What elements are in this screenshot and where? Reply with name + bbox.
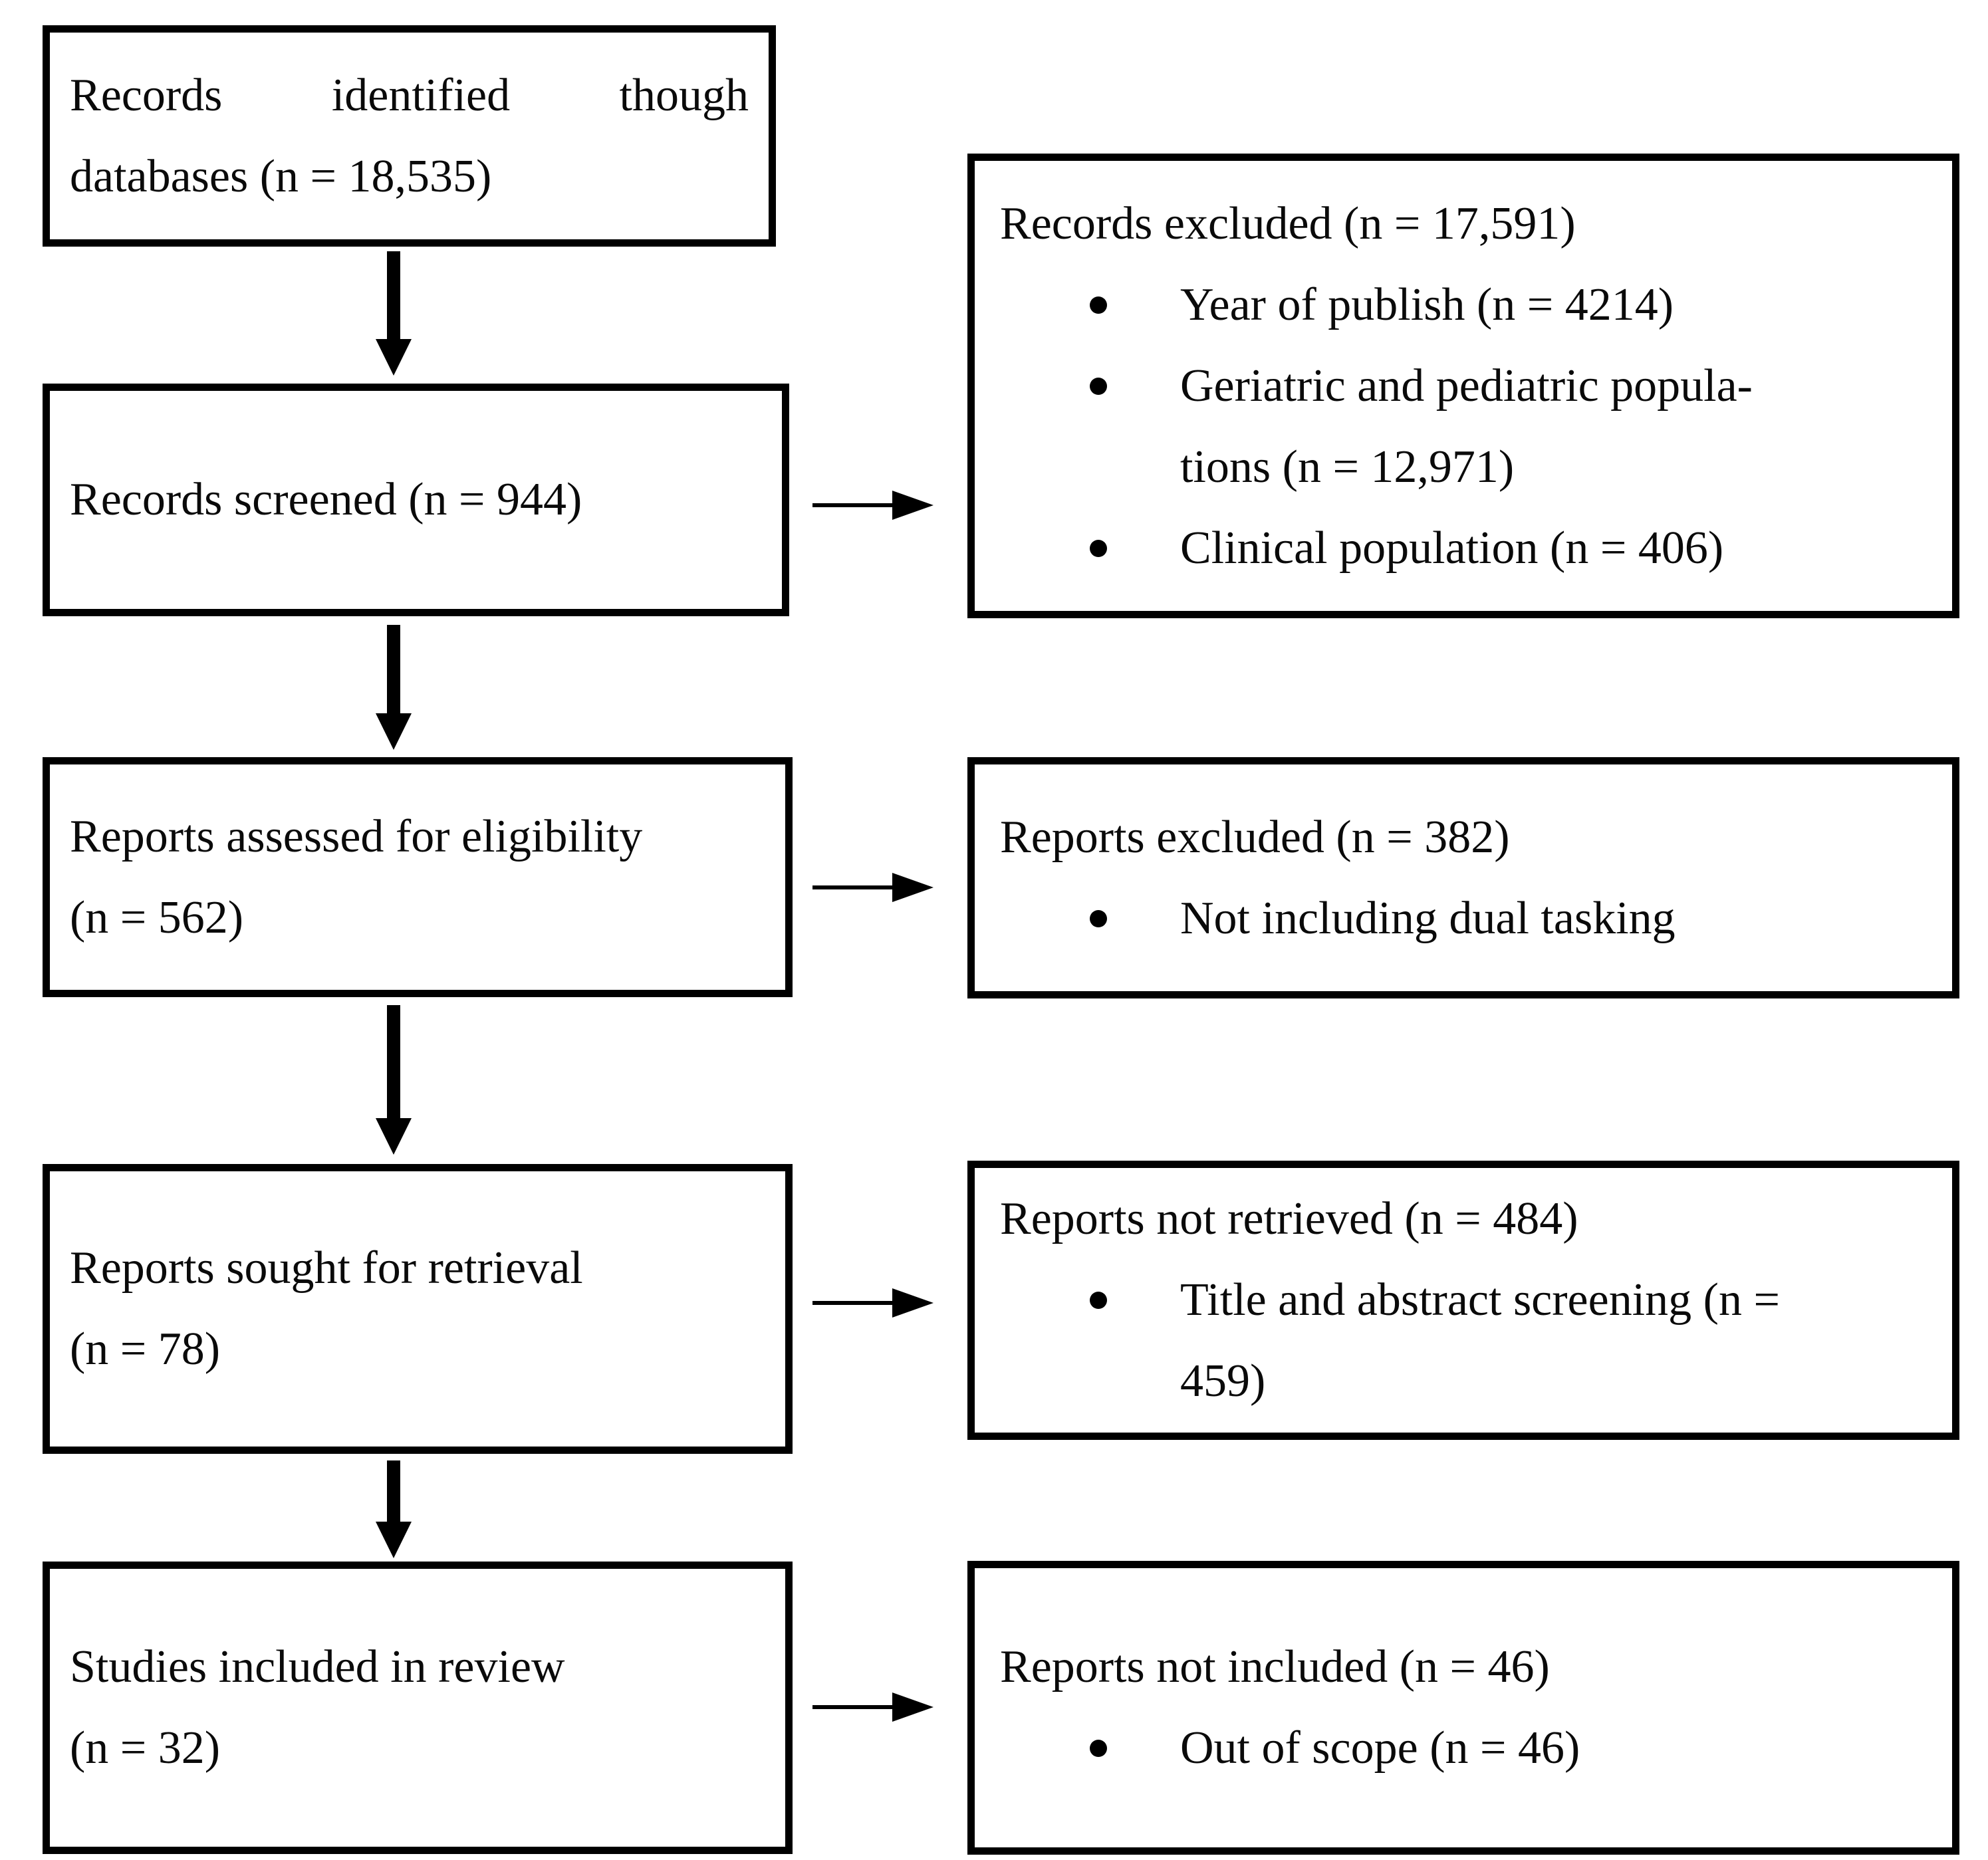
box-reports-excluded: Reports excluded (n = 382) Not including…	[967, 757, 1959, 998]
box-reports-assessed: Reports assessed for eligibility (n = 56…	[43, 757, 793, 997]
down-arrow-4	[376, 1460, 412, 1558]
box-text-line: (n = 562)	[70, 891, 244, 943]
right-arrow-3	[812, 1288, 933, 1318]
right-arrow-1	[812, 491, 933, 520]
bullet-text-line: Out of scope (n = 46)	[1180, 1722, 1580, 1774]
right-arrow-4	[812, 1692, 933, 1722]
down-arrow-1	[376, 251, 412, 376]
bullet-item: Clinical population (n = 406)	[1000, 508, 1927, 589]
bullet-icon	[1090, 539, 1107, 557]
right-arrow-2	[812, 873, 933, 902]
bullet-text-line: Title and abstract screening (n =	[1180, 1274, 1780, 1326]
box-text-line: Studies included in review	[70, 1641, 565, 1692]
bullet-icon	[1090, 909, 1107, 927]
bullet-icon	[1090, 377, 1107, 395]
box-text-line: databases (n = 18,535)	[70, 150, 492, 202]
box-text-line: Reports assessed for eligibility	[70, 810, 643, 862]
bullet-item: Title and abstract screening (n = 459)	[1000, 1260, 1927, 1422]
down-arrow-2	[376, 625, 412, 750]
box-studies-included: Studies included in review (n = 32)	[43, 1562, 793, 1854]
bullet-icon	[1090, 1740, 1107, 1757]
box-records-identified: Records identified though databases (n =…	[43, 25, 776, 247]
bullet-item: Year of publish (n = 4214)	[1000, 265, 1927, 346]
bullet-text-line: 459)	[1180, 1355, 1266, 1407]
box-text-line: (n = 32)	[70, 1722, 221, 1774]
box-reports-not-retrieved: Reports not retrieved (n = 484) Title an…	[967, 1161, 1959, 1440]
bullet-text-line: Year of publish (n = 4214)	[1180, 279, 1674, 330]
bullet-icon	[1090, 296, 1107, 314]
down-arrow-3	[376, 1005, 412, 1155]
bullet-item: Geriatric and pediatric popula- tions (n…	[1000, 346, 1927, 508]
box-reports-not-included: Reports not included (n = 46) Out of sco…	[967, 1561, 1959, 1855]
bullet-text-line: tions (n = 12,971)	[1180, 441, 1515, 493]
box-title: Records excluded (n = 17,591)	[1000, 197, 1576, 249]
box-records-excluded: Records excluded (n = 17,591) Year of pu…	[967, 154, 1959, 618]
box-text-line: Records screened (n = 944)	[70, 474, 582, 525]
bullet-text-line: Clinical population (n = 406)	[1180, 522, 1724, 574]
box-text-line: (n = 78)	[70, 1324, 221, 1375]
box-records-screened: Records screened (n = 944)	[43, 384, 789, 616]
box-text-line: Records identified though	[70, 69, 749, 121]
box-text-line: Reports sought for retrieval	[70, 1242, 583, 1294]
box-title: Reports not included (n = 46)	[1000, 1641, 1550, 1692]
box-reports-sought: Reports sought for retrieval (n = 78)	[43, 1164, 793, 1454]
bullet-text-line: Not including dual tasking	[1180, 892, 1676, 944]
bullet-item: Out of scope (n = 46)	[1000, 1708, 1927, 1789]
bullet-text-line: Geriatric and pediatric popula-	[1180, 360, 1753, 411]
bullet-icon	[1090, 1292, 1107, 1309]
box-title: Reports not retrieved (n = 484)	[1000, 1193, 1578, 1244]
box-title: Reports excluded (n = 382)	[1000, 811, 1510, 863]
bullet-item: Not including dual tasking	[1000, 878, 1927, 959]
